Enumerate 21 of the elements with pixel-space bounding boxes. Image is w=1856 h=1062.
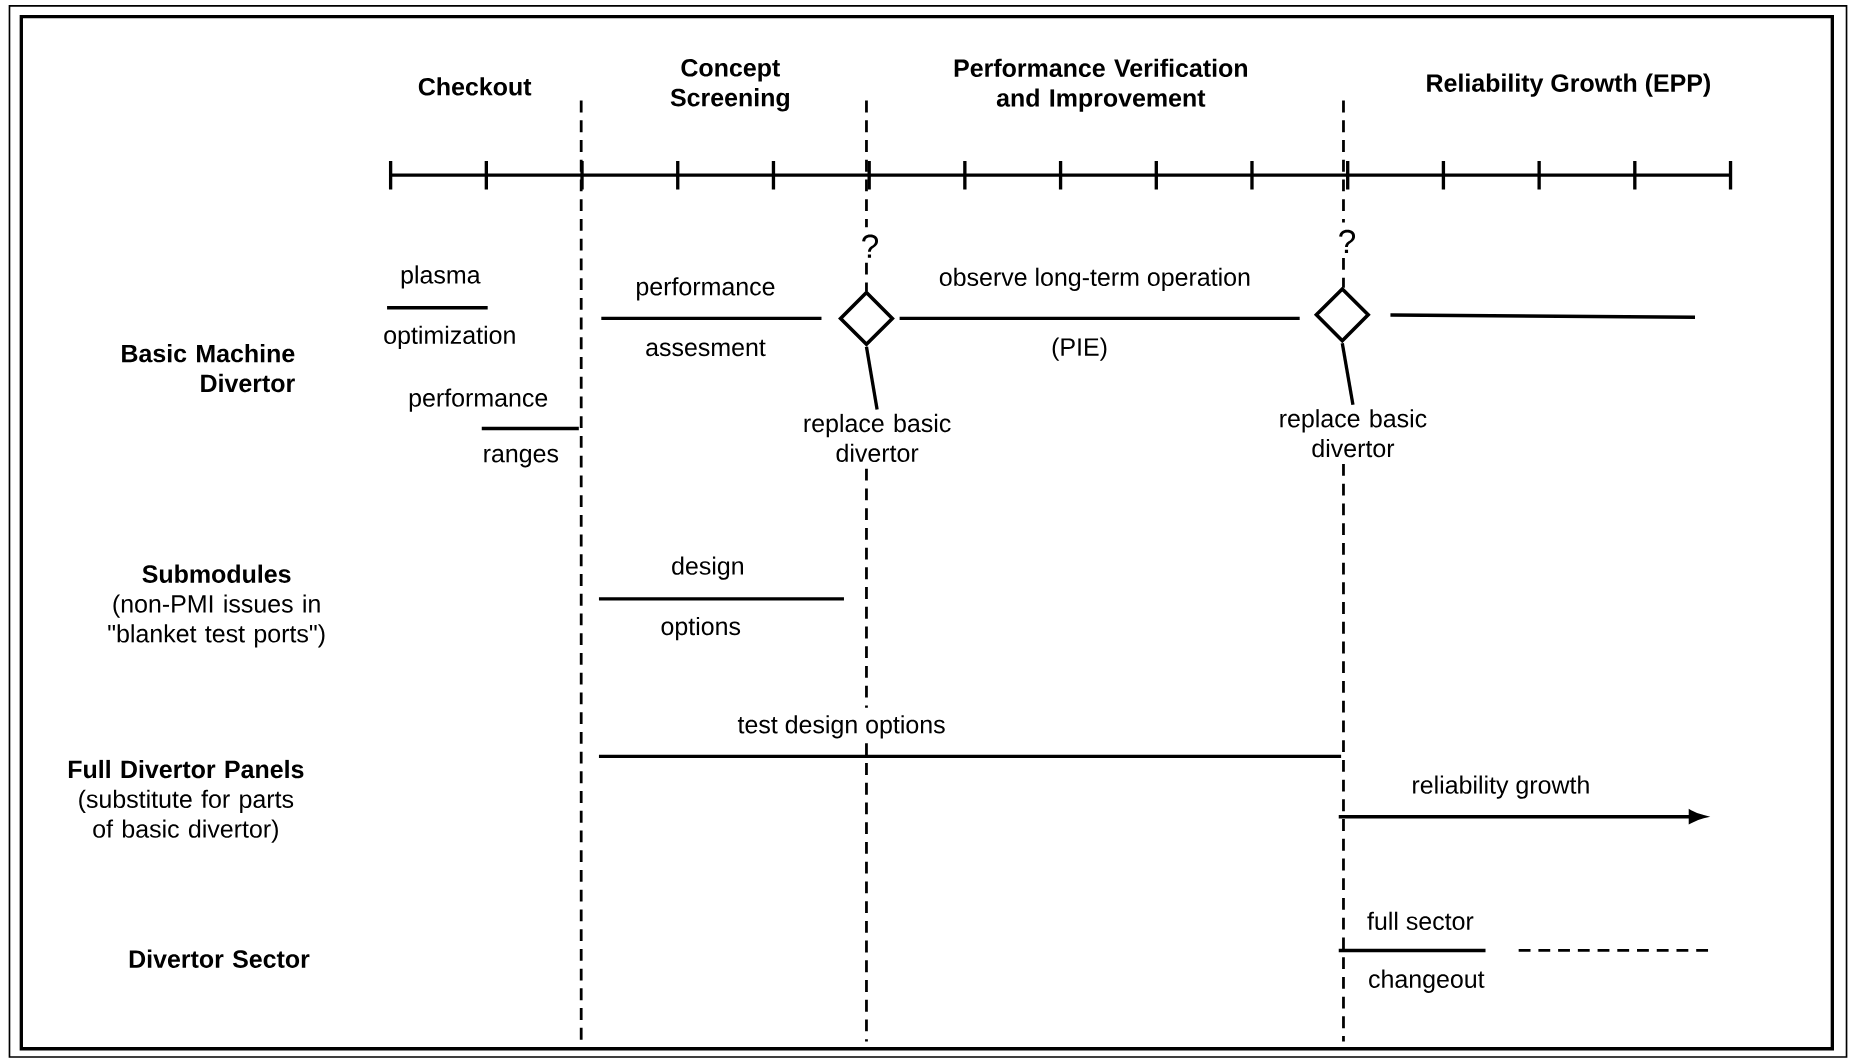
decision-diamond	[838, 290, 895, 347]
row-heading: Divertor Sector	[129, 949, 310, 969]
phase-heading: Reliability Growth (EPP)	[1427, 73, 1710, 97]
phase-heading: Concept Screening	[670, 59, 789, 112]
question-mark: ?	[862, 234, 878, 258]
row-heading: Full Divertor Panels (substitute for parts of basic divertor)	[68, 760, 304, 843]
activity-bar: design options	[598, 556, 844, 641]
action-text: replace basic divertor	[1280, 409, 1427, 458]
row-heading: Basic Machine Divertor	[122, 344, 295, 393]
phase-heading: Checkout	[418, 77, 532, 96]
activity-bar: performance ranges	[409, 388, 579, 468]
activity-bar: full sector changeout	[1338, 911, 1711, 993]
connector-line	[1390, 313, 1696, 319]
activity-bar: test design options	[598, 715, 1342, 759]
connector-line	[864, 346, 879, 410]
phase-heading: Performance Verification and Improvement	[954, 58, 1247, 112]
action-text: replace basic divertor	[804, 414, 951, 463]
question-mark: ?	[1339, 230, 1356, 254]
activity-bar: observe long-term operation (PIE)	[899, 267, 1300, 361]
connector-line	[1340, 343, 1355, 406]
row-heading: Submodules (non-PMI issues in "blanket test ports")	[108, 564, 325, 648]
